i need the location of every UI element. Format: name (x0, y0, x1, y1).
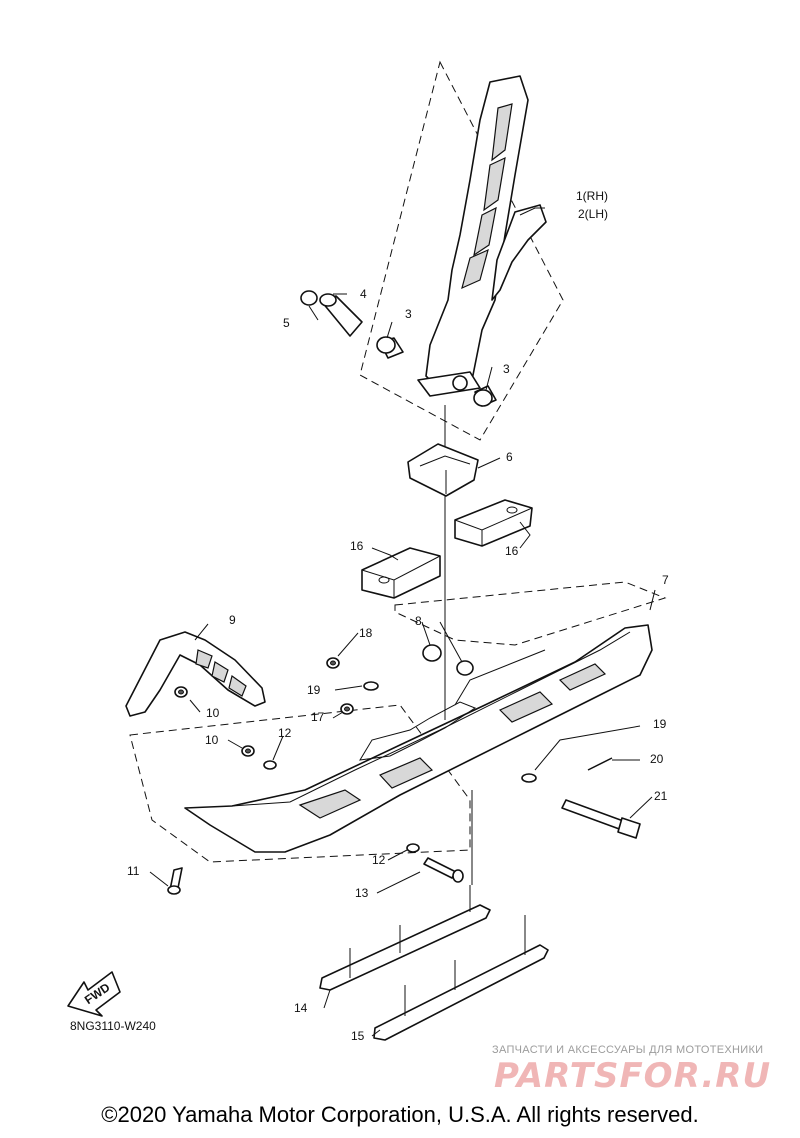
watermark-logo: PARTSFOR.RU (494, 1056, 772, 1096)
bushing-part-8-b (456, 660, 474, 676)
watermark-tagline: ЗАПЧАСТИ И АКСЕССУАРЫ ДЛЯ МОТОТЕХНИКИ (492, 1044, 764, 1056)
callout-8: 8 (415, 614, 422, 628)
wear-plate-part-16-left (361, 547, 441, 599)
callout-13: 13 (355, 886, 369, 900)
callout-17: 17 (311, 710, 325, 724)
ski-handle-part-9 (125, 631, 266, 717)
cotter-pin-part-20 (587, 757, 613, 771)
washer-part-12-upper (263, 760, 277, 770)
nut-part-5 (300, 290, 318, 306)
bushing-part-8-a (422, 644, 442, 662)
copyright-notice: ©2020 Yamaha Motor Corporation, U.S.A. A… (101, 1102, 699, 1127)
group-box-ski-top (394, 581, 667, 646)
ski-part-7 (184, 624, 653, 853)
callout-12-lower: 12 (372, 853, 386, 867)
callout-12-upper: 12 (278, 726, 292, 740)
callout-7: 7 (662, 573, 669, 587)
callout-15: 15 (351, 1029, 365, 1043)
callout-4: 4 (360, 287, 367, 301)
bushing-part-3-left (376, 336, 404, 359)
washer-part-19-lower (521, 773, 537, 783)
callout-3-upper: 3 (405, 307, 412, 321)
nut-part-18 (326, 657, 340, 669)
damper-part-6 (407, 443, 479, 497)
runner-part-14 (319, 885, 491, 991)
bushing-part-3-right (473, 385, 497, 407)
spindle-part (417, 75, 547, 397)
bolt-part-11 (167, 867, 183, 895)
fwd-arrow-icon: FWD (67, 971, 121, 1017)
collar-part-4 (319, 293, 363, 337)
nut-part-10-upper (174, 686, 188, 698)
callout-19-lower: 19 (653, 717, 667, 731)
bolt-part-21 (561, 799, 641, 839)
callout-1: 1(RH) (576, 189, 608, 203)
runner-part-15 (373, 915, 549, 1041)
group-box-spindle (359, 60, 564, 441)
callout-16-left: 16 (350, 539, 364, 553)
callout-labels: 1(RH) 2(LH) 3 3 4 5 6 7 8 9 10 10 11 12 … (127, 189, 669, 1043)
callout-5: 5 (283, 316, 290, 330)
callout-10-upper: 10 (206, 706, 220, 720)
nut-part-17 (340, 703, 354, 715)
leader-lines (149, 207, 656, 1037)
diagram-code: 8NG3110-W240 (70, 1019, 156, 1033)
callout-18: 18 (359, 626, 373, 640)
callout-9: 9 (229, 613, 236, 627)
callout-20: 20 (650, 752, 664, 766)
washer-part-19-upper (363, 681, 379, 691)
bolt-part-13 (423, 857, 464, 883)
callout-21: 21 (654, 789, 668, 803)
callout-19-upper: 19 (307, 683, 321, 697)
group-box-ski-bottom (129, 704, 471, 863)
callout-14: 14 (294, 1001, 308, 1015)
callout-6: 6 (506, 450, 513, 464)
wear-plate-part-16-right (454, 499, 533, 547)
callout-11: 11 (127, 864, 140, 878)
washer-part-12-lower (406, 843, 420, 853)
callout-2: 2(LH) (578, 207, 608, 221)
callout-16-right: 16 (505, 544, 519, 558)
callout-10-lower: 10 (205, 733, 219, 747)
callout-3-lower: 3 (503, 362, 510, 376)
nut-part-10-lower (241, 745, 255, 757)
